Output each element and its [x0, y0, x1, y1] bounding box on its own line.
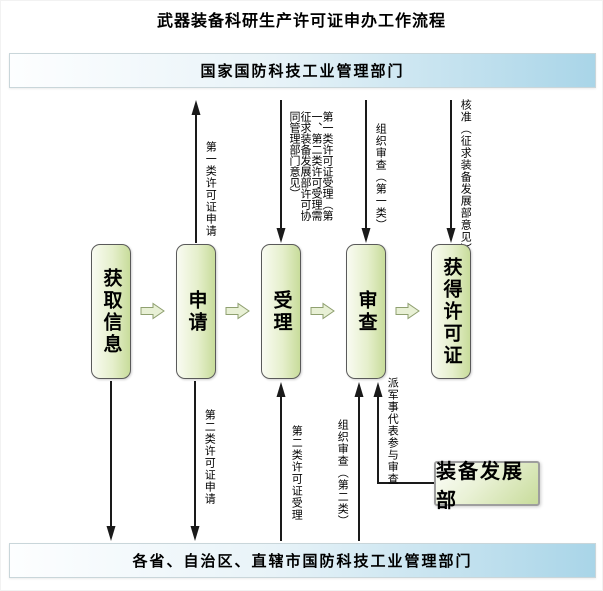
- provincial-dept-label: 各省、自治区、直辖市国防科技工业管理部门: [132, 553, 473, 570]
- organize-review-cat2-label: 组织审查（第二类）: [336, 419, 349, 527]
- process-box-obtain-license: 获得许可证: [431, 244, 471, 379]
- category1-application-label: 第一类许可证申请: [204, 141, 217, 237]
- process-box-label: 获取信息: [100, 267, 122, 356]
- process-box-label: 获得许可证: [440, 256, 462, 367]
- arrow-up-organize-review-cat2: [354, 382, 364, 541]
- arrowhead-up-icon: [354, 382, 364, 397]
- arrowhead-down-icon: [361, 228, 371, 243]
- arrowhead-down-icon: [276, 228, 286, 243]
- arrow-down-organize-review-cat1: [361, 100, 371, 243]
- category2-acceptance-label: 第二类许可证受理: [290, 425, 303, 521]
- arrowhead-up-icon: [276, 382, 286, 397]
- category1-acceptance-label: 第一类许可证受理（第一、第二类许可受理需征求装备发展部许可协同管理部门意见）: [288, 111, 333, 221]
- approval-label: 核准（征求装备发展部意见）: [459, 99, 472, 255]
- arrow-up-category1-application: [191, 100, 201, 243]
- arrowhead-up-icon: [373, 382, 383, 397]
- arrow-down-category2-application: [190, 381, 200, 541]
- step-arrow-icon: [395, 302, 420, 320]
- process-box-review: 审查: [346, 244, 386, 379]
- arrow-down-to-provincial: [106, 381, 116, 541]
- military-representative-label: 派军事代表参与审查: [386, 377, 399, 485]
- process-box-label: 审查: [355, 289, 377, 334]
- arrowhead-up-icon: [191, 100, 201, 115]
- organize-review-cat1-label: 组织审查（第一类）: [374, 123, 387, 231]
- arrow-elbow-military-representative: [373, 382, 436, 484]
- step-arrow-icon: [225, 302, 250, 320]
- arrow-down-approval: [446, 100, 456, 243]
- arrow-down-category1-acceptance: [276, 100, 286, 243]
- step-arrow-icon: [140, 302, 165, 320]
- equipment-dev-dept-box: 装备发展部: [434, 461, 540, 512]
- national-dept-bar: 国家国防科技工业管理部门: [9, 53, 596, 88]
- page-title: 武器装备科研生产许可证申办工作流程: [156, 13, 446, 30]
- arrowhead-down-icon: [446, 228, 456, 243]
- process-box-label: 受理: [270, 289, 292, 334]
- process-box-accept: 受理: [261, 244, 301, 379]
- process-box-obtain-info: 获取信息: [91, 244, 131, 379]
- arrowhead-down-icon: [106, 526, 116, 541]
- provincial-dept-bar: 各省、自治区、直辖市国防科技工业管理部门: [9, 543, 596, 578]
- process-box-label: 申请: [185, 289, 207, 334]
- arrow-up-category2-acceptance: [276, 382, 286, 541]
- equipment-dev-dept-label: 装备发展部: [436, 460, 524, 512]
- step-arrow-icon: [310, 302, 335, 320]
- category2-application-label: 第二类许可证申请: [203, 409, 216, 505]
- process-box-apply: 申请: [176, 244, 216, 379]
- national-dept-label: 国家国防科技工业管理部门: [200, 63, 405, 80]
- arrowhead-down-icon: [190, 526, 200, 541]
